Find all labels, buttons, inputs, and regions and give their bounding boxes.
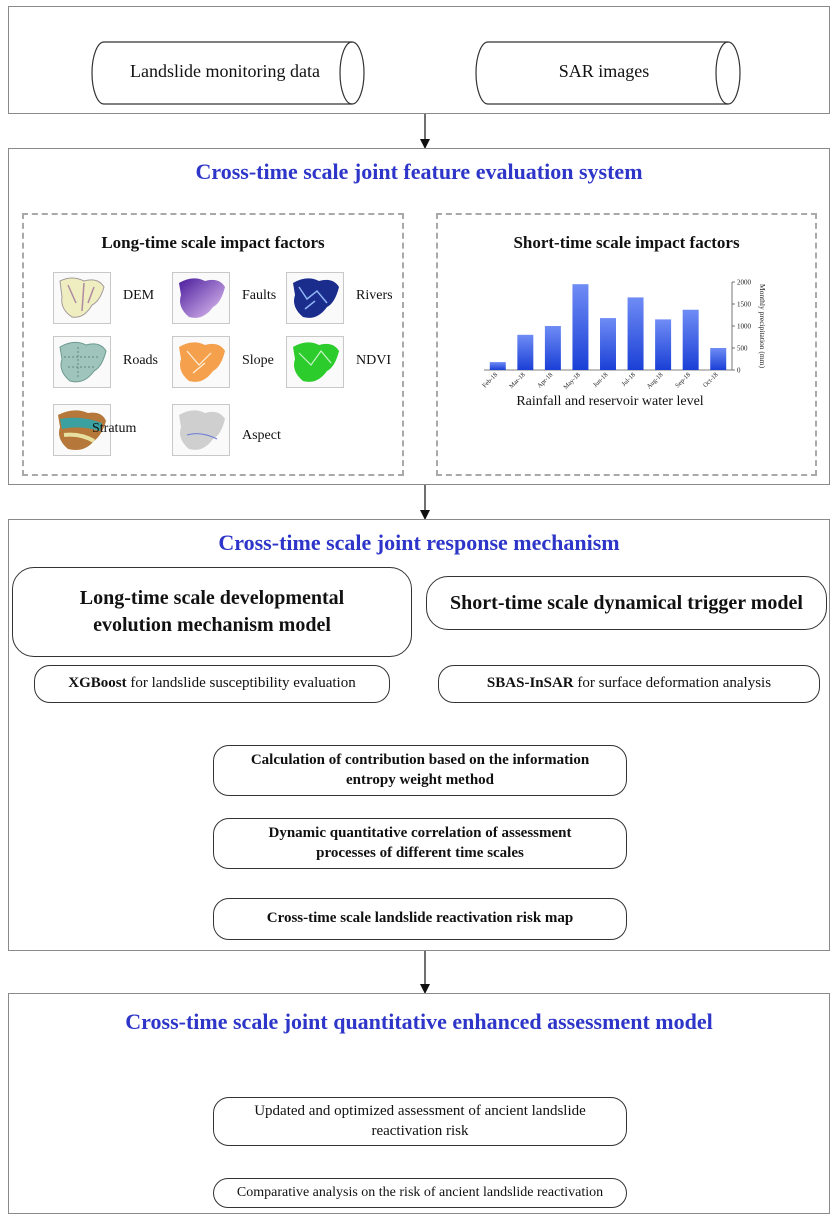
sar-images-label: SAR images [558, 61, 650, 81]
updated-assessment-box: Updated and optimized assessment of anci… [213, 1097, 627, 1146]
x-tick-label: Sep-18 [674, 371, 692, 389]
entropy-weight-box: Calculation of contribution based on the… [213, 745, 627, 796]
dynamic-correlation-box: Dynamic quantitative correlation of asse… [213, 818, 627, 869]
sbas-insar-description: for surface deformation analysis [573, 675, 772, 692]
feature-evaluation-title: Cross-time scale joint feature evaluatio… [195, 159, 643, 184]
bar [544, 326, 561, 370]
dem-map-thumbnail [53, 272, 111, 324]
bar [600, 318, 616, 370]
xgboost-box: XGBoost for landslide susceptibility eva… [34, 665, 390, 703]
ndvi-label: NDVI [356, 353, 391, 368]
y-tick-label: 1000 [737, 323, 752, 331]
slope-map-thumbnail [172, 336, 230, 388]
x-tick-label: Feb-18 [481, 371, 499, 389]
long-time-factors-box [22, 213, 404, 476]
aspect-map-thumbnail [172, 404, 230, 456]
x-tick-label: Jul-18 [621, 371, 637, 387]
y-axis-label: Monthly precipitation (mm) [758, 284, 767, 369]
x-tick-label: Jun-18 [592, 371, 609, 388]
stratum-map-thumbnail [53, 404, 111, 456]
monitoring-data-cylinder [91, 41, 365, 105]
long-time-model-box: Long-time scale developmental evolution … [12, 567, 412, 657]
rivers-map-thumbnail [286, 272, 344, 324]
short-time-factors-title: Short-time scale impact factors [513, 233, 740, 252]
xgboost-description: for landslide susceptibility evaluation [126, 675, 356, 692]
faults-map-thumbnail [172, 272, 230, 324]
xgboost-label: XGBoost [68, 675, 127, 692]
comparative-analysis-box: Comparative analysis on the risk of anci… [213, 1178, 627, 1208]
risk-map-box: Cross-time scale landslide reactivation … [213, 898, 627, 940]
bar [489, 362, 506, 370]
y-tick-label: 0 [737, 367, 741, 375]
sbas-insar-box: SBAS-InSAR for surface deformation analy… [438, 665, 820, 703]
y-tick-label: 1500 [737, 301, 752, 309]
long-time-factors-title: Long-time scale impact factors [101, 233, 325, 252]
x-tick-label: Mar-18 [508, 371, 527, 390]
bar [710, 348, 727, 370]
aspect-label: Aspect [242, 428, 281, 443]
bar [627, 297, 644, 370]
roads-map-thumbnail [53, 336, 111, 388]
y-tick-label: 500 [737, 345, 748, 353]
short-time-model-box: Short-time scale dynamical trigger model [426, 576, 827, 630]
response-mechanism-title: Cross-time scale joint response mechanis… [218, 530, 620, 555]
faults-label: Faults [242, 288, 277, 303]
short-time-factors-box [436, 213, 817, 476]
bar [682, 309, 699, 370]
y-tick-label: 2000 [737, 279, 752, 287]
roads-label: Roads [123, 353, 158, 368]
sbas-insar-label: SBAS-InSAR [486, 675, 574, 692]
rainfall-chart-caption: Rainfall and reservoir water level [516, 394, 704, 409]
sar-images-cylinder [475, 41, 741, 105]
x-tick-label: Apr-18 [536, 371, 554, 389]
bar [655, 319, 672, 370]
stratum-label: Stratum [92, 421, 137, 436]
x-tick-label: Oct-18 [702, 371, 720, 389]
bar [572, 284, 589, 370]
x-tick-label: Aug-18 [646, 371, 665, 390]
ndvi-map-thumbnail [286, 336, 344, 388]
slope-label: Slope [242, 353, 274, 368]
monitoring-data-label: Landslide monitoring data [130, 61, 320, 81]
enhanced-assessment-title: Cross-time scale joint quantitative enha… [125, 1009, 713, 1034]
rivers-label: Rivers [356, 288, 393, 303]
x-tick-label: May-18 [562, 371, 582, 391]
bar [517, 334, 534, 370]
dem-label: DEM [123, 288, 155, 303]
